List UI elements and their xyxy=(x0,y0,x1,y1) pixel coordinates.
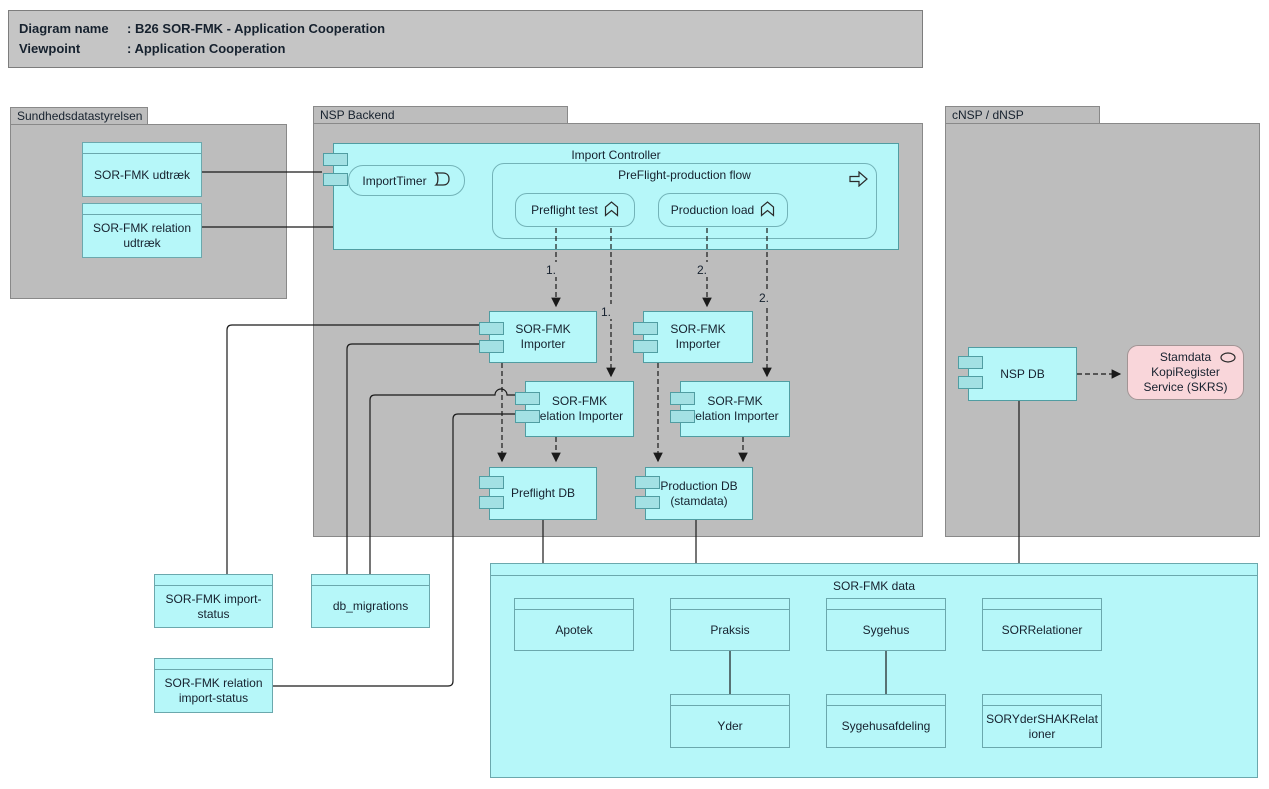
process-title: PreFlight-production flow xyxy=(618,168,751,182)
component-tab-icon xyxy=(635,496,660,509)
event-import-timer: ImportTimer xyxy=(348,165,465,196)
data-object-band xyxy=(827,599,945,610)
application-event-icon xyxy=(433,172,451,189)
data-object-band xyxy=(312,575,429,586)
component-tab-icon xyxy=(633,322,658,335)
data-object-praksis: Praksis xyxy=(670,598,790,651)
component-label: SOR-FMK relation Importer xyxy=(535,394,624,423)
data-object-sygehusafdeling: Sygehusafdeling xyxy=(826,694,946,748)
component-tab-icon xyxy=(479,322,504,335)
diagram-name-value: : B26 SOR-FMK - Application Cooperation xyxy=(127,21,386,36)
component-production-db: Production DB (stamdata) xyxy=(635,467,753,520)
component-tab-icon xyxy=(515,410,540,423)
service-stamdata-kopiregister-skrs: Stamdata KopiRegister Service (SKRS) xyxy=(1127,345,1244,400)
function-label: Production load xyxy=(670,203,755,217)
component-sor-fmk-importer-2: SOR-FMK Importer xyxy=(633,311,753,363)
viewpoint-row: Viewpoint : Application Cooperation xyxy=(19,39,912,59)
data-object-label: Yder xyxy=(717,719,743,733)
group-label-sundhedsdatastyrelsen: Sundhedsdatastyrelsen xyxy=(17,109,143,123)
data-object-sor-fmk-udtraek: SOR-FMK udtræk xyxy=(82,142,202,197)
data-object-sygehus: Sygehus xyxy=(826,598,946,651)
component-tab-icon xyxy=(479,476,504,489)
data-object-sorrelationer: SORRelationer xyxy=(982,598,1102,651)
data-object-label: SOR-FMK udtræk xyxy=(93,167,190,182)
viewpoint-label: Viewpoint xyxy=(19,41,81,56)
component-label: NSP DB xyxy=(1000,366,1045,381)
component-label: Preflight DB xyxy=(510,486,576,500)
data-object-band xyxy=(83,204,201,215)
data-object-sor-fmk-import-status: SOR-FMK import-status xyxy=(154,574,273,628)
data-object-label: SOR-FMK import-status xyxy=(165,591,262,621)
function-production-load: Production load xyxy=(658,193,788,227)
data-object-band xyxy=(671,599,789,610)
viewpoint-value: : Application Cooperation xyxy=(127,41,286,56)
component-tab-icon xyxy=(479,496,504,509)
data-object-label: Apotek xyxy=(555,622,593,637)
data-object-band xyxy=(155,575,272,586)
component-tab-icon xyxy=(323,173,348,186)
component-label: SOR-FMK Importer xyxy=(515,322,571,351)
component-tab-icon xyxy=(479,340,504,353)
component-preflight-db: Preflight DB xyxy=(479,467,597,520)
group-label-nsp-backend: NSP Backend xyxy=(320,108,395,122)
application-process-icon xyxy=(849,170,868,192)
component-tab-icon xyxy=(958,356,983,369)
component-tab-icon xyxy=(515,392,540,405)
component-label: Production DB (stamdata) xyxy=(660,478,738,508)
component-sor-fmk-relation-importer-1: SOR-FMK relation Importer xyxy=(515,381,634,437)
group-label-cnsp-dnsp: cNSP / dNSP xyxy=(952,108,1024,122)
data-object-band xyxy=(155,659,272,670)
diagram-name-label: Diagram name xyxy=(19,21,109,36)
component-label: SOR-FMK relation Importer xyxy=(691,394,779,423)
data-object-label: db_migrations xyxy=(332,599,409,613)
data-object-label: SOR-FMK relation udtræk xyxy=(92,221,192,250)
data-object-band xyxy=(491,564,1257,576)
service-label: Stamdata KopiRegister Service (SKRS) xyxy=(1143,350,1228,394)
data-object-band xyxy=(827,695,945,706)
component-import-controller: Import Controller xyxy=(323,143,899,250)
group-body-cnsp-dnsp xyxy=(945,123,1260,537)
component-nsp-db: NSP DB xyxy=(958,347,1077,401)
import-controller-title: Import Controller xyxy=(571,148,661,162)
data-object-sor-fmk-relation-import-status: SOR-FMK relation import-status xyxy=(154,658,273,713)
data-object-label: Sygehusafdeling xyxy=(841,719,931,733)
data-object-sor-fmk-relation-udtraek: SOR-FMK relation udtræk xyxy=(82,203,202,258)
component-label: SOR-FMK Importer xyxy=(670,322,726,351)
application-function-icon xyxy=(604,200,619,220)
data-object-label: Sygehus xyxy=(862,622,910,637)
component-tab-icon xyxy=(635,476,660,489)
component-tab-icon xyxy=(670,410,695,423)
group-tab-cnsp-dnsp: cNSP / dNSP xyxy=(945,106,1100,124)
event-label: ImportTimer xyxy=(362,173,427,188)
data-object-label: SORYderSHAKRelationer xyxy=(986,711,1098,741)
component-sor-fmk-relation-importer-2: SOR-FMK relation Importer xyxy=(670,381,790,437)
component-tab-icon xyxy=(670,392,695,405)
component-tab-icon xyxy=(958,376,983,389)
data-object-label: Praksis xyxy=(710,622,750,637)
diagram-name-row: Diagram name : B26 SOR-FMK - Application… xyxy=(19,19,912,39)
component-tab-icon xyxy=(633,340,658,353)
group-tab-sundhedsdatastyrelsen: Sundhedsdatastyrelsen xyxy=(10,107,148,125)
data-object-label: SOR-FMK relation import-status xyxy=(164,676,263,705)
component-sor-fmk-importer-1: SOR-FMK Importer xyxy=(479,311,597,363)
application-service-icon xyxy=(1220,352,1236,367)
data-object-apotek: Apotek xyxy=(514,598,634,651)
data-object-band xyxy=(515,599,633,610)
diagram-title-block: Diagram name : B26 SOR-FMK - Application… xyxy=(8,10,923,68)
component-tab-icon xyxy=(323,153,348,166)
application-function-icon xyxy=(760,200,775,220)
data-object-db-migrations: db_migrations xyxy=(311,574,430,628)
process-preflight-production-flow: PreFlight-production flow xyxy=(492,163,877,239)
sor-fmk-data-title: SOR-FMK data xyxy=(832,579,916,593)
data-object-yder: Yder xyxy=(670,694,790,748)
data-object-label: SORRelationer xyxy=(1001,622,1083,637)
data-object-band xyxy=(83,143,201,154)
data-object-band xyxy=(983,695,1101,706)
function-label: Preflight test xyxy=(531,203,598,217)
function-preflight-test: Preflight test xyxy=(515,193,635,227)
data-object-band xyxy=(671,695,789,706)
data-object-soryder-shak-relationer: SORYderSHAKRelationer xyxy=(982,694,1102,748)
data-object-band xyxy=(983,599,1101,610)
group-tab-nsp-backend: NSP Backend xyxy=(313,106,568,124)
